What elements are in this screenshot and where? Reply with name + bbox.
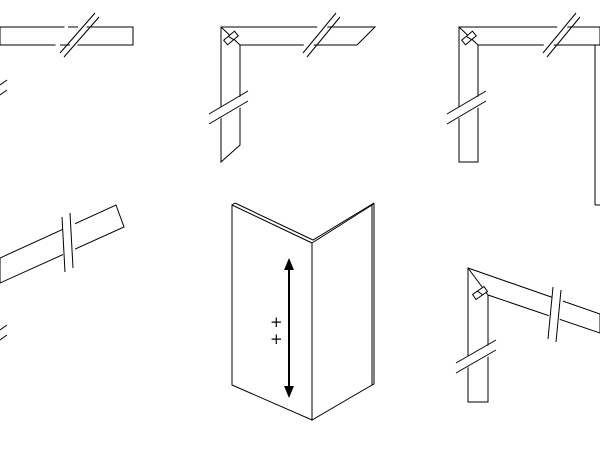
panel-5-folded-panel: + + <box>231 202 375 421</box>
panel-1-horizontal-member <box>0 12 134 96</box>
break-line <box>63 16 100 58</box>
break-line <box>0 89 8 96</box>
panel-3-square-corner <box>446 12 600 206</box>
right-face <box>311 204 373 421</box>
top-edge <box>234 202 375 241</box>
panel-2-miter-corner <box>208 12 377 164</box>
break-line <box>455 349 497 374</box>
break-line <box>208 90 249 115</box>
break-line <box>0 324 8 331</box>
break-line <box>306 16 341 58</box>
break-line <box>446 90 487 115</box>
break-line <box>547 286 554 340</box>
corner-fastener <box>471 285 489 301</box>
break-line <box>542 12 577 54</box>
break-line <box>61 216 66 273</box>
break-line <box>59 12 96 54</box>
arrow-head-up <box>284 258 294 270</box>
arrow-head-down <box>284 386 294 398</box>
plus-marker-bottom: + <box>270 330 283 348</box>
break-line <box>0 334 8 341</box>
corner-fastener <box>223 30 239 46</box>
break-line <box>446 100 487 125</box>
plus-marker-top: + <box>270 313 283 331</box>
panel-4-inclined-member <box>0 204 125 341</box>
break-line <box>546 16 581 58</box>
break-line <box>455 339 497 364</box>
corner-fastener <box>461 30 477 46</box>
break-line <box>69 212 74 269</box>
break-line <box>208 100 249 125</box>
break-line <box>555 289 562 343</box>
break-line <box>0 79 8 86</box>
panel-6-angled-corner <box>455 267 600 403</box>
break-line <box>302 12 337 54</box>
